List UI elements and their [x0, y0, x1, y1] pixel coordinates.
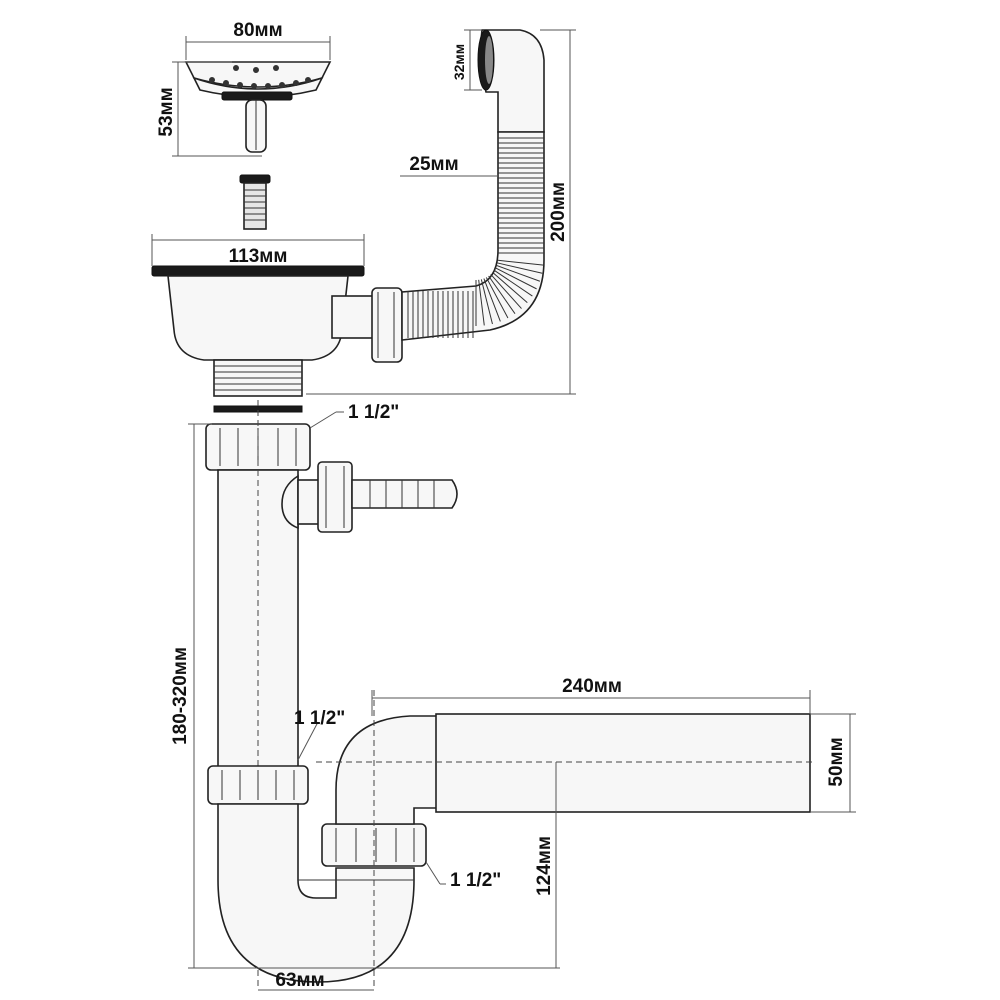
- drain-screw: [239, 174, 271, 230]
- dimension-240: 240мм: [371, 676, 811, 716]
- dimension-32: 32мм: [451, 29, 482, 91]
- side-branch: [281, 461, 458, 533]
- dimension-80: 80мм: [185, 20, 331, 60]
- thread-label-top: 1 1/2": [309, 402, 399, 429]
- strainer-basket: [184, 61, 332, 153]
- label-180-320mm: 180-320мм: [170, 647, 191, 745]
- label-25mm: 25мм: [409, 154, 458, 175]
- label-53mm: 53мм: [156, 87, 177, 136]
- label-124mm: 124мм: [534, 836, 555, 896]
- overflow-hose: [401, 131, 545, 341]
- label-thread-bottom: 1 1/2": [450, 870, 501, 891]
- label-32mm: 32мм: [451, 44, 467, 80]
- dimension-180-320: 180-320мм: [170, 423, 560, 969]
- dimension-50: 50мм: [810, 713, 856, 813]
- dimension-200: 200мм: [306, 29, 576, 395]
- dimension-113: 113мм: [151, 234, 365, 267]
- thread-label-bottom: 1 1/2": [425, 861, 501, 891]
- label-thread-mid: 1 1/2": [294, 708, 345, 729]
- dimension-53: 53мм: [156, 61, 262, 157]
- label-63mm: 63мм: [275, 970, 324, 991]
- label-113mm: 113мм: [229, 246, 288, 267]
- outlet-pipe: [435, 713, 811, 813]
- label-thread-top: 1 1/2": [348, 402, 399, 423]
- label-50mm: 50мм: [826, 737, 847, 786]
- label-240mm: 240мм: [562, 676, 622, 697]
- dimension-63: 63мм: [258, 970, 374, 991]
- dimension-25: 25мм: [400, 154, 498, 177]
- mid-nut: [207, 765, 309, 805]
- label-80mm: 80мм: [233, 20, 282, 41]
- u-trap: [217, 803, 415, 983]
- label-200mm: 200мм: [548, 182, 569, 242]
- outlet-elbow: [335, 715, 441, 825]
- dimension-124: 124мм: [534, 762, 557, 968]
- drain-bowl: [151, 265, 403, 397]
- thread-label-mid: 1 1/2": [294, 708, 345, 761]
- overflow-head: [477, 29, 545, 133]
